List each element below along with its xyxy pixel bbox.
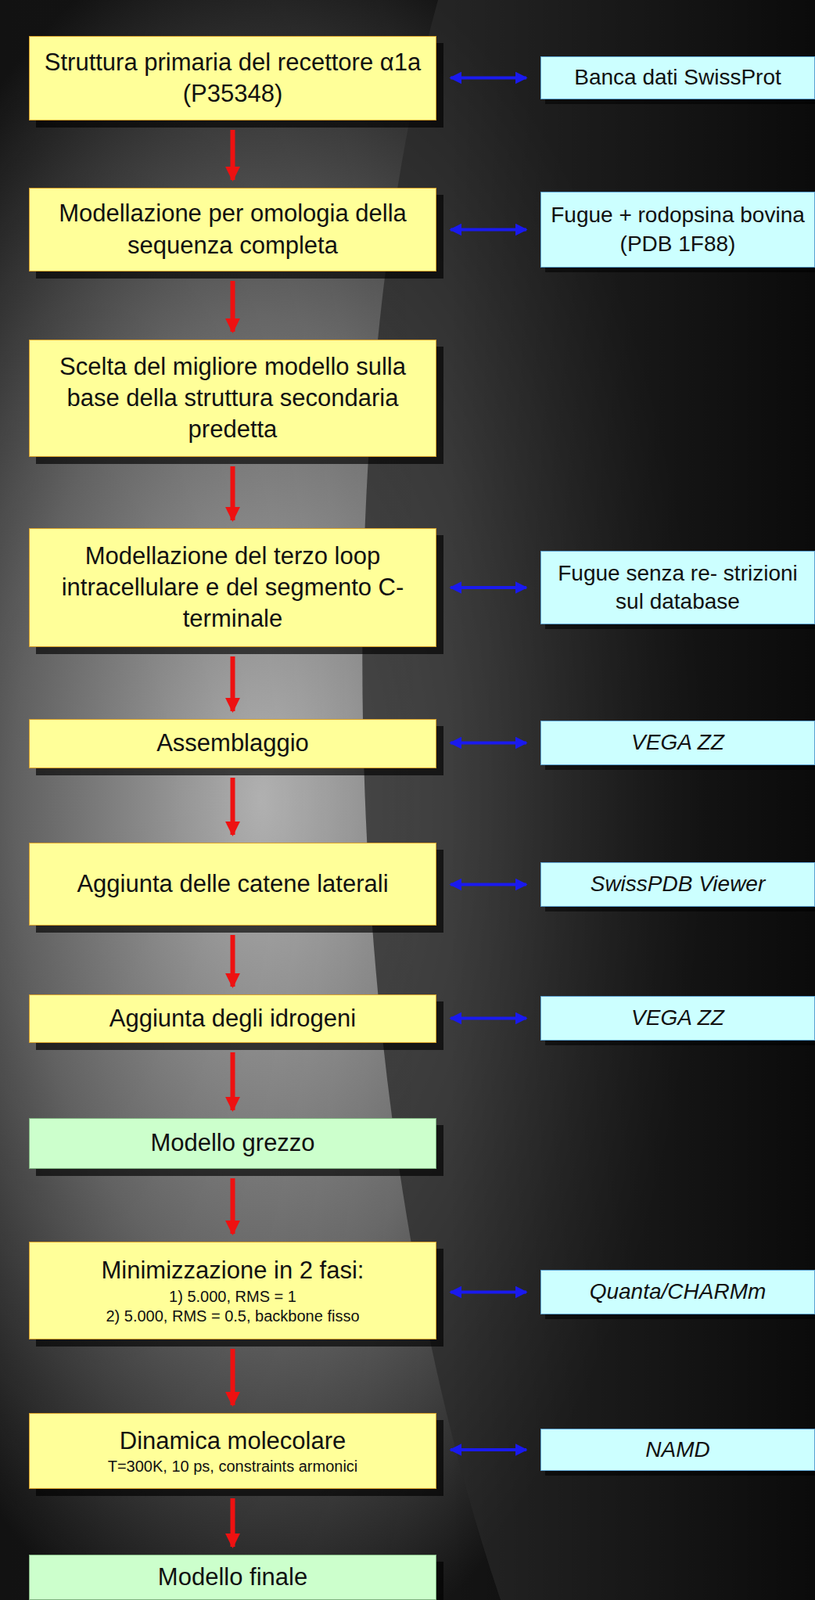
process-box: Aggiunta degli idrogeni	[28, 994, 437, 1043]
detail-text: 2) 5.000, RMS = 0.5, backbone fisso	[105, 1306, 360, 1326]
process-box: Modellazione del terzo loop intracellula…	[28, 527, 437, 647]
process-box: Aggiunta delle catene laterali	[28, 842, 437, 926]
process-box: Scelta del migliore modello sulla base d…	[28, 339, 437, 457]
box-text: SwissPDB Viewer	[590, 869, 766, 898]
flow-arrow	[230, 280, 236, 332]
flow-arrow	[230, 1177, 236, 1234]
box-text: VEGA ZZ	[631, 728, 725, 757]
tool-box: Fugue senza re- strizioni sul database	[540, 550, 815, 625]
result-box: Modello finale	[28, 1554, 437, 1600]
tool-arrow	[450, 1016, 527, 1020]
box-text: Fugue + rodopsina bovina (PDB 1F88)	[550, 201, 805, 259]
tool-arrow	[450, 741, 527, 745]
box-text: Modello finale	[157, 1561, 308, 1593]
box-text: Modello grezzo	[150, 1127, 315, 1159]
process-box: Modellazione per omologia della sequenza…	[28, 187, 437, 272]
tool-arrow	[450, 1290, 527, 1294]
tool-box: NAMD	[540, 1428, 815, 1471]
box-text: Modellazione del terzo loop intracellula…	[39, 540, 427, 636]
flow-arrow	[230, 777, 236, 835]
box-text: Banca dati SwissProt	[574, 63, 782, 92]
box-text: Scelta del migliore modello sulla base d…	[39, 351, 427, 446]
tool-arrow	[450, 228, 527, 232]
process-box: Assemblaggio	[28, 718, 437, 769]
box-text: Aggiunta degli idrogeni	[109, 1002, 356, 1035]
flow-arrow	[230, 1051, 236, 1110]
box-text: Fugue senza re- strizioni sul database	[550, 559, 805, 617]
detail-text: 1) 5.000, RMS = 1	[168, 1286, 297, 1307]
flow-arrow	[230, 656, 236, 711]
tool-box: Fugue + rodopsina bovina (PDB 1F88)	[540, 191, 815, 268]
flow-arrow	[230, 1348, 236, 1405]
box-text: Struttura primaria del recettore α1a (P3…	[39, 46, 427, 111]
tool-arrow	[450, 76, 527, 80]
box-text: Dinamica molecolare	[119, 1425, 346, 1457]
box-text: Assemblaggio	[156, 727, 309, 759]
tool-box: SwissPDB Viewer	[540, 861, 815, 907]
box-text: Modellazione per omologia della sequenza…	[39, 197, 427, 262]
flow-arrow	[230, 129, 236, 180]
box-text: Quanta/CHARMm	[589, 1277, 767, 1306]
tool-box: Banca dati SwissProt	[540, 56, 815, 100]
process-box: Minimizzazione in 2 fasi:1) 5.000, RMS =…	[28, 1241, 437, 1340]
flow-arrow	[230, 934, 236, 987]
tool-arrow	[450, 1447, 527, 1451]
process-box: Dinamica molecolareT=300K, 10 ps, constr…	[28, 1412, 437, 1489]
tool-box: VEGA ZZ	[540, 995, 815, 1041]
box-text: NAMD	[645, 1435, 710, 1464]
detail-text: T=300K, 10 ps, constraints armonici	[107, 1456, 359, 1476]
tool-box: Quanta/CHARMm	[540, 1269, 815, 1315]
box-text: VEGA ZZ	[631, 1003, 725, 1032]
tool-arrow	[450, 585, 527, 589]
box-text: Minimizzazione in 2 fasi:	[101, 1254, 365, 1286]
flow-arrow	[230, 1497, 236, 1547]
process-box: Struttura primaria del recettore α1a (P3…	[28, 35, 437, 121]
flow-arrow	[230, 466, 236, 521]
tool-arrow	[450, 883, 527, 887]
result-box: Modello grezzo	[28, 1117, 437, 1169]
box-text: Aggiunta delle catene laterali	[76, 868, 388, 900]
tool-box: VEGA ZZ	[540, 720, 815, 765]
